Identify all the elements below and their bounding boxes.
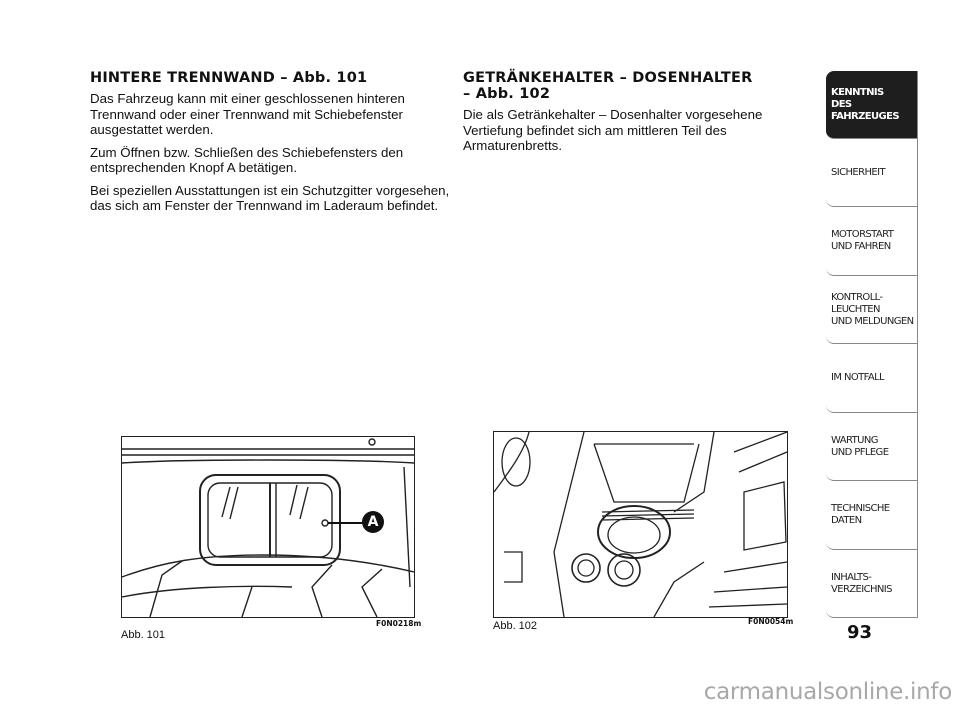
figure-101-caption: Abb. 101 — [121, 629, 166, 641]
heading-line-2: – Abb. 102 — [463, 86, 551, 102]
right-column: GETRÄNKEHALTER – DOSENHALTER – Abb. 102 … — [463, 70, 823, 161]
figure-102-cupholder-illustration — [493, 431, 788, 618]
tab-im-notfall[interactable]: IM NOTFALL — [826, 344, 918, 413]
figure-101-code: F0N0218m — [376, 619, 422, 628]
paragraph-trennwand-1: Das Fahrzeug kann mit einer geschlossene… — [90, 91, 405, 137]
section-heading-trennwand: HINTERE TRENNWAND – Abb. 101 — [90, 70, 368, 86]
callout-label-a: A — [362, 511, 384, 533]
tab-motorstart-und-fahren[interactable]: MOTORSTART UND FAHREN — [826, 207, 918, 276]
tab-sicherheit[interactable]: SICHERHEIT — [826, 139, 918, 207]
partition-drawing — [122, 438, 414, 617]
watermark: carmanualsonline.info — [703, 679, 953, 705]
left-column: HINTERE TRENNWAND – Abb. 101 Das Fahrzeu… — [90, 70, 450, 221]
figure-102-caption: Abb. 102 — [493, 620, 538, 632]
section-heading-getraenkehalter: GETRÄNKEHALTER – DOSENHALTER – Abb. 102 — [463, 70, 823, 102]
paragraph-getraenkehalter: Die als Getränkehalter – Dosenhalter vor… — [463, 107, 763, 153]
figure-102-code: F0N0054m — [748, 617, 794, 626]
page-number: 93 — [847, 622, 873, 643]
heading-line-1: GETRÄNKEHALTER – DOSENHALTER — [463, 70, 753, 86]
tab-kenntnis-des-fahrzeuges[interactable]: KENNTNIS DES FAHRZEUGES — [826, 71, 918, 139]
tab-technische-daten[interactable]: TECHNISCHE DATEN — [826, 481, 918, 550]
chapter-tabs: KENNTNIS DES FAHRZEUGES SICHERHEIT MOTOR… — [826, 71, 918, 618]
paragraph-trennwand-3: Bei speziellen Ausstattungen ist ein Sch… — [90, 182, 450, 214]
figure-101-partition-illustration: A — [121, 436, 415, 618]
tab-wartung-und-pflege[interactable]: WARTUNG UND PFLEGE — [826, 413, 918, 481]
cupholder-drawing — [494, 432, 787, 617]
tab-inhaltsverzeichnis[interactable]: INHALTS- VERZEICHNIS — [826, 550, 918, 618]
paragraph-trennwand-2: Zum Öffnen bzw. Schließen des Schiebefen… — [90, 144, 404, 176]
tab-kontrollleuchten-und-meldungen[interactable]: KONTROLL- LEUCHTEN UND MELDUNGEN — [826, 276, 918, 344]
